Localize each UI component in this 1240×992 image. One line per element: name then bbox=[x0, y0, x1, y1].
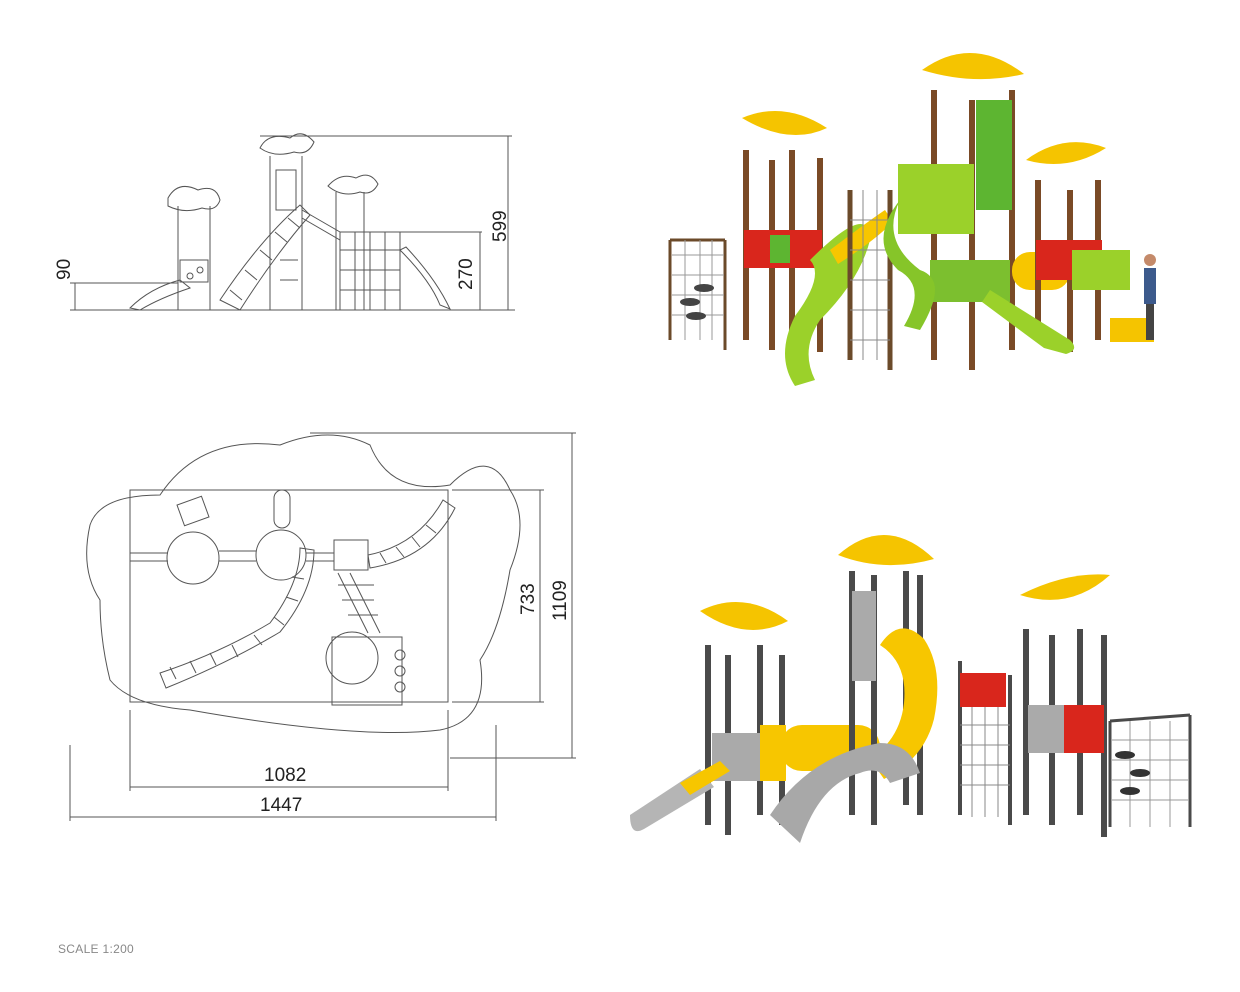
dim-height-total: 599 bbox=[490, 210, 511, 242]
playground-render-back bbox=[630, 534, 1192, 843]
dim-platform-high: 270 bbox=[456, 258, 477, 290]
dim-platform-low: 90 bbox=[54, 259, 75, 280]
dim-depth-total: 1109 bbox=[550, 580, 571, 621]
scale-label: SCALE 1:200 bbox=[58, 942, 135, 956]
plan-view-drawing: 1082 1447 733 1109 bbox=[69, 432, 576, 821]
dim-width-total: 1447 bbox=[260, 795, 302, 816]
dim-depth-structure: 733 bbox=[518, 583, 539, 615]
playground-render-front bbox=[668, 52, 1156, 386]
dim-width-structure: 1082 bbox=[264, 765, 306, 786]
side-elevation-drawing: 90 270 599 bbox=[54, 133, 515, 311]
